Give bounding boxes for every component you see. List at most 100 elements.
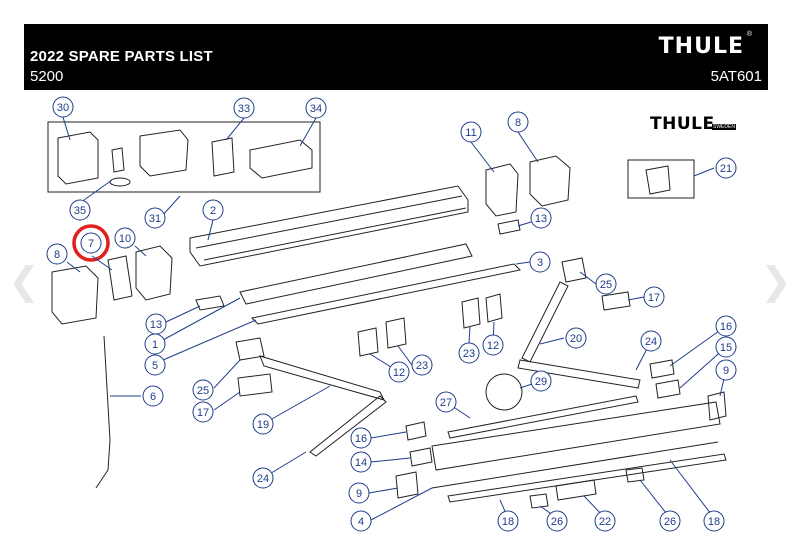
svg-text:26: 26 bbox=[664, 516, 676, 528]
svg-text:19: 19 bbox=[257, 419, 269, 431]
part-7-shape bbox=[107, 255, 133, 301]
part-26b-shape bbox=[625, 467, 645, 483]
callout-11[interactable]: 11 bbox=[460, 121, 482, 143]
part-11-shape bbox=[485, 163, 519, 217]
callout-35[interactable]: 35 bbox=[69, 199, 91, 221]
callout-13a[interactable]: 13 bbox=[530, 207, 552, 229]
svg-text:14: 14 bbox=[355, 457, 367, 469]
callout-10[interactable]: 10 bbox=[114, 227, 136, 249]
callout-19[interactable]: 19 bbox=[252, 413, 274, 435]
svg-text:1: 1 bbox=[152, 339, 158, 351]
callout-9b[interactable]: 9 bbox=[348, 482, 370, 504]
callout-15[interactable]: 15 bbox=[715, 336, 737, 358]
part-20-arm-lower bbox=[517, 359, 641, 389]
svg-text:5: 5 bbox=[152, 360, 158, 372]
svg-text:22: 22 bbox=[599, 516, 611, 528]
svg-text:18: 18 bbox=[708, 516, 720, 528]
callout-24a[interactable]: 24 bbox=[640, 330, 662, 352]
svg-text:20: 20 bbox=[570, 333, 582, 345]
inset-frame bbox=[47, 121, 321, 193]
part-14-shape bbox=[409, 447, 433, 467]
callout-24b[interactable]: 24 bbox=[252, 467, 274, 489]
callout-2[interactable]: 2 bbox=[202, 199, 224, 221]
svg-text:24: 24 bbox=[645, 336, 657, 348]
callout-8b[interactable]: 8 bbox=[46, 243, 68, 265]
callout-26a[interactable]: 26 bbox=[546, 510, 568, 532]
part-27-rod bbox=[447, 395, 639, 439]
part-16b-shape bbox=[405, 421, 427, 441]
svg-text:10: 10 bbox=[119, 233, 131, 245]
part-6-crank bbox=[95, 335, 111, 489]
svg-text:25: 25 bbox=[197, 385, 209, 397]
part-17a-shape bbox=[601, 291, 631, 311]
svg-text:26: 26 bbox=[551, 516, 563, 528]
callout-8a[interactable]: 8 bbox=[507, 111, 529, 133]
callout-18a[interactable]: 18 bbox=[497, 510, 519, 532]
callout-20[interactable]: 20 bbox=[565, 327, 587, 349]
callout-27[interactable]: 27 bbox=[435, 391, 457, 413]
callout-9a[interactable]: 9 bbox=[715, 359, 737, 381]
part-20-arm-upper bbox=[521, 281, 569, 363]
callout-7[interactable]: 7 bbox=[80, 232, 102, 254]
callout-26b[interactable]: 26 bbox=[659, 510, 681, 532]
leader-lines bbox=[62, 116, 727, 521]
callout-23[interactable]: 23 bbox=[458, 342, 480, 364]
part-8a-shape bbox=[529, 155, 571, 207]
callout-16a[interactable]: 16 bbox=[715, 315, 737, 337]
callout-22[interactable]: 22 bbox=[594, 510, 616, 532]
callout-31[interactable]: 31 bbox=[144, 207, 166, 229]
callout-29[interactable]: 29 bbox=[530, 370, 552, 392]
callout-33[interactable]: 33 bbox=[233, 97, 255, 119]
svg-text:18: 18 bbox=[502, 516, 514, 528]
callout-17b[interactable]: 17 bbox=[192, 401, 214, 423]
callout-17a[interactable]: 17 bbox=[643, 286, 665, 308]
part-29-detail bbox=[485, 373, 523, 411]
part-33-shape bbox=[211, 137, 235, 177]
callout-14[interactable]: 14 bbox=[350, 451, 372, 473]
svg-text:31: 31 bbox=[149, 213, 161, 225]
callout-16b[interactable]: 16 bbox=[350, 427, 372, 449]
callout-21[interactable]: 21 bbox=[715, 157, 737, 179]
callout-3[interactable]: 3 bbox=[529, 251, 551, 273]
part-34-shape bbox=[249, 139, 313, 179]
svg-text:13: 13 bbox=[535, 213, 547, 225]
callout-18b[interactable]: 18 bbox=[703, 510, 725, 532]
part-1-roller bbox=[239, 243, 473, 305]
callout-30[interactable]: 30 bbox=[52, 96, 74, 118]
callout-13b[interactable]: 13 bbox=[145, 313, 167, 335]
part-18-rod bbox=[447, 453, 727, 503]
thule-logo-sweden: SWEDEN bbox=[712, 124, 736, 130]
part-9b-shape bbox=[395, 471, 419, 499]
part-21-frame bbox=[627, 159, 695, 199]
part-23-shape bbox=[461, 297, 481, 329]
part-33-motor bbox=[139, 129, 189, 177]
svg-text:23: 23 bbox=[416, 360, 428, 372]
part-4-lower-edge bbox=[431, 441, 719, 489]
part-30-shape bbox=[57, 131, 99, 185]
callout-25a[interactable]: 25 bbox=[595, 273, 617, 295]
callout-12b[interactable]: 12 bbox=[388, 361, 410, 383]
svg-text:8: 8 bbox=[54, 249, 60, 261]
part-9a-shape bbox=[707, 391, 727, 421]
part-19-arm-lower bbox=[309, 395, 387, 457]
callout-34[interactable]: 34 bbox=[305, 97, 327, 119]
callout-12a[interactable]: 12 bbox=[482, 334, 504, 356]
product-code: 5AT601 bbox=[710, 68, 762, 85]
callout-6[interactable]: 6 bbox=[142, 385, 164, 407]
part-26a-shape bbox=[529, 493, 549, 509]
callout-5[interactable]: 5 bbox=[144, 354, 166, 376]
callout-25b[interactable]: 25 bbox=[192, 379, 214, 401]
chevron-left-icon[interactable]: ❮ bbox=[8, 259, 40, 303]
part-10-shape bbox=[135, 245, 173, 301]
svg-text:29: 29 bbox=[535, 376, 547, 388]
highlight-circle bbox=[72, 224, 110, 262]
thule-logo: THULE bbox=[658, 34, 744, 59]
svg-text:15: 15 bbox=[720, 342, 732, 354]
chevron-right-icon[interactable]: ❯ bbox=[760, 259, 792, 303]
callout-1[interactable]: 1 bbox=[144, 333, 166, 355]
callout-23b[interactable]: 23 bbox=[411, 354, 433, 376]
part-35-ring bbox=[109, 177, 131, 187]
part-16a-shape bbox=[649, 359, 675, 379]
callout-4[interactable]: 4 bbox=[350, 510, 372, 532]
